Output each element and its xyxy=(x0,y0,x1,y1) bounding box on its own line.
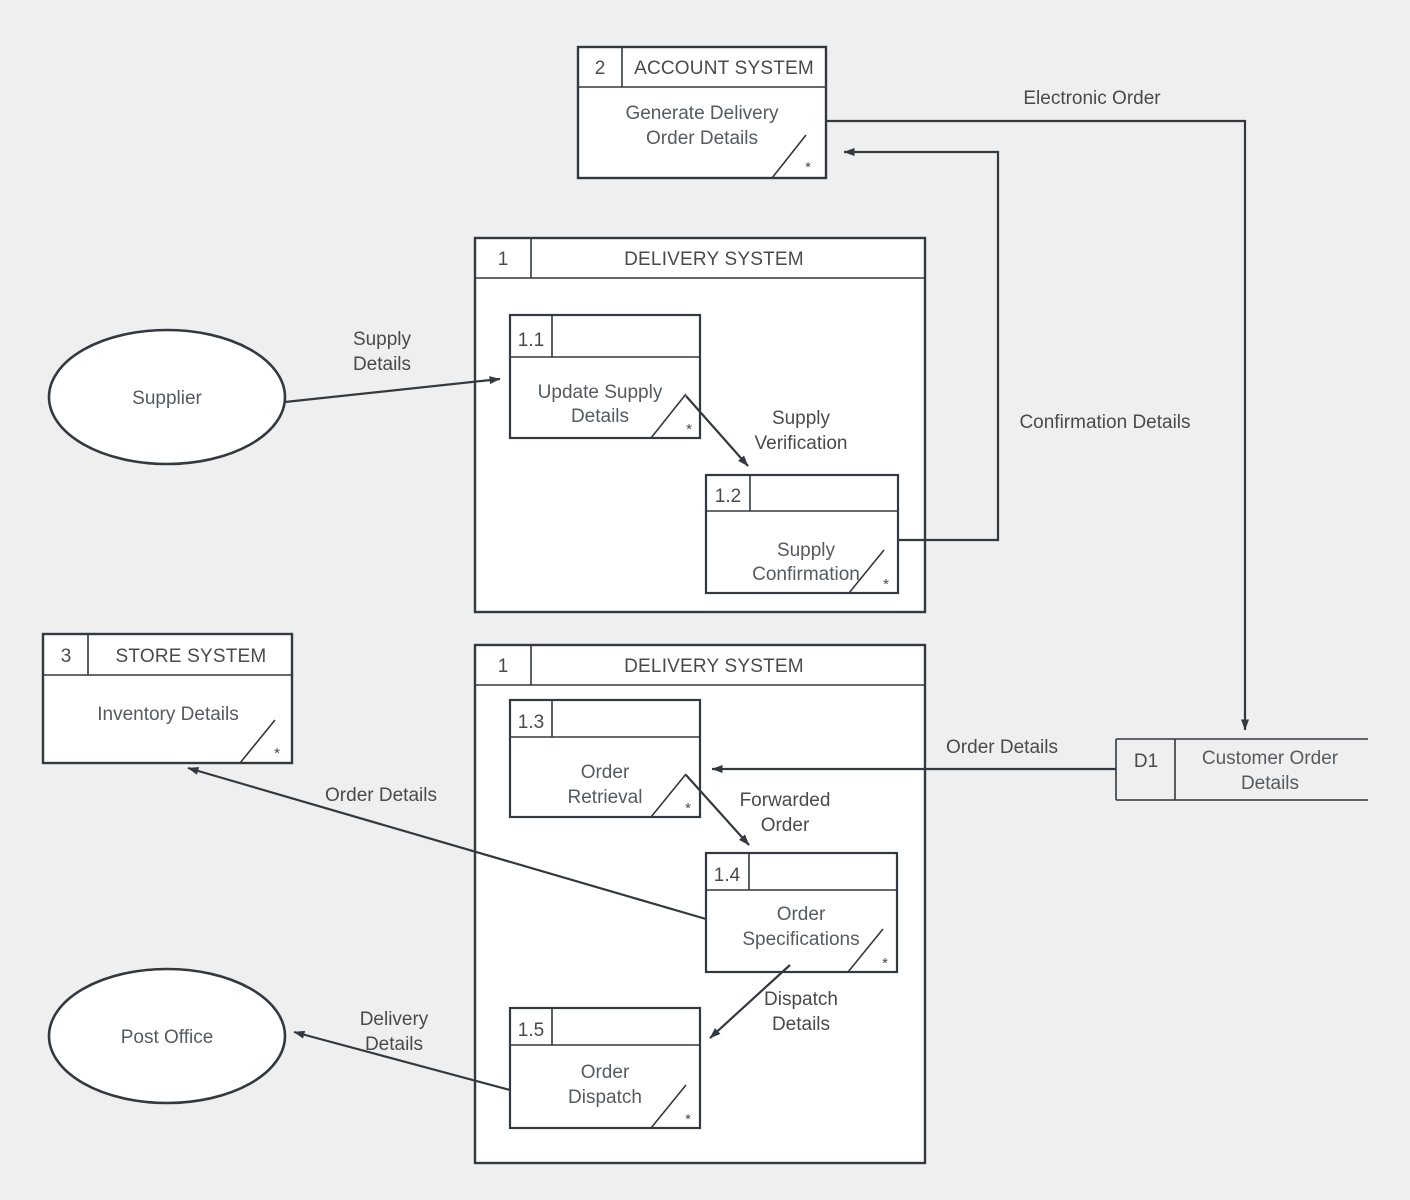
flow-order-details-d1-label: Order Details xyxy=(946,737,1058,758)
flow-confirmation-details: Confirmation Details xyxy=(843,148,1191,542)
supplier-label: Supplier xyxy=(132,388,202,409)
data-store-d1[interactable]: D1 Customer Order Details xyxy=(1115,738,1368,801)
flow-dispatch-details-label-line1: Dispatch xyxy=(764,989,838,1010)
process-1-2-name-line2: Confirmation xyxy=(752,564,860,585)
delivery-bottom-title: DELIVERY SYSTEM xyxy=(624,656,804,677)
flow-supply-verification: Supply Verification xyxy=(685,395,848,467)
flow-supply-verification-label-line1: Supply xyxy=(772,408,831,429)
process-1-4-marker: * xyxy=(882,955,888,972)
flow-supply-verification-label-line2: Verification xyxy=(755,433,848,454)
process-1-5-id: 1.5 xyxy=(518,1020,544,1041)
external-entity-supplier[interactable]: Supplier xyxy=(47,328,287,466)
data-store-d1-name-line2: Details xyxy=(1241,773,1299,794)
process-1-4-name-line2: Specifications xyxy=(742,929,859,950)
process-1-2-marker: * xyxy=(883,576,889,593)
flow-delivery-details-label-line2: Details xyxy=(365,1034,423,1055)
external-entity-post-office[interactable]: Post Office xyxy=(47,967,287,1105)
delivery-top-id: 1 xyxy=(498,249,509,270)
process-1-1-id: 1.1 xyxy=(518,330,544,351)
process-1-4-box[interactable]: 1.4 Order Specifications * xyxy=(704,851,899,974)
flow-delivery-details: Delivery Details xyxy=(293,1009,511,1092)
process-1-5-box[interactable]: 1.5 Order Dispatch * xyxy=(508,1006,702,1130)
flow-order-details-store: Order Details xyxy=(187,766,707,921)
data-store-d1-name-line1: Customer Order xyxy=(1202,748,1339,769)
delivery-top-title: DELIVERY SYSTEM xyxy=(624,249,804,270)
flow-delivery-details-label-line1: Delivery xyxy=(360,1009,429,1030)
process-1-3-box[interactable]: 1.3 Order Retrieval * xyxy=(508,698,702,819)
account-system-box[interactable]: 2 ACCOUNT SYSTEM Generate Delivery Order… xyxy=(576,45,828,180)
account-system-process-line2: Order Details xyxy=(646,128,758,149)
store-system-box[interactable]: 3 STORE SYSTEM Inventory Details * xyxy=(41,632,294,765)
flow-electronic-order: Electronic Order xyxy=(826,88,1249,731)
process-1-4-id: 1.4 xyxy=(714,865,741,886)
flow-forwarded-order-label-line1: Forwarded xyxy=(740,790,831,811)
process-1-1-name-line2: Details xyxy=(571,406,629,427)
flow-order-details-store-label: Order Details xyxy=(325,785,437,806)
store-system-title: STORE SYSTEM xyxy=(116,646,267,667)
data-store-d1-id: D1 xyxy=(1134,751,1158,772)
flow-supply-details: Supply Details xyxy=(284,329,501,404)
process-1-3-id: 1.3 xyxy=(518,712,544,733)
process-1-4-name-line1: Order xyxy=(777,904,826,925)
flow-electronic-order-label: Electronic Order xyxy=(1023,88,1161,109)
delivery-bottom-id: 1 xyxy=(498,656,509,677)
account-system-id: 2 xyxy=(595,58,606,79)
flow-supply-details-label-line2: Details xyxy=(353,354,411,375)
process-1-1-box[interactable]: 1.1 Update Supply Details * xyxy=(508,313,702,440)
process-1-3-marker: * xyxy=(685,800,691,817)
flow-forwarded-order: Forwarded Order xyxy=(685,774,831,846)
process-1-1-name-line1: Update Supply xyxy=(538,382,663,403)
process-1-5-name-line2: Dispatch xyxy=(568,1087,642,1108)
store-system-id: 3 xyxy=(61,646,72,667)
process-1-1-marker: * xyxy=(686,421,692,438)
process-1-5-name-line1: Order xyxy=(581,1062,630,1083)
store-system-process: Inventory Details xyxy=(97,704,239,725)
flow-dispatch-details-label-line2: Details xyxy=(772,1014,830,1035)
flow-forwarded-order-label-line2: Order xyxy=(761,815,810,836)
account-system-marker: * xyxy=(805,159,811,176)
account-system-process-line1: Generate Delivery xyxy=(625,103,779,124)
process-1-5-marker: * xyxy=(685,1111,691,1128)
flow-supply-details-label-line1: Supply xyxy=(353,329,412,350)
flow-dispatch-details: Dispatch Details xyxy=(709,964,838,1039)
flow-order-details-d1: Order Details xyxy=(711,737,1116,773)
process-1-2-name-line1: Supply xyxy=(777,540,836,561)
flow-confirmation-details-label: Confirmation Details xyxy=(1019,412,1190,433)
process-1-2-box[interactable]: 1.2 Supply Confirmation * xyxy=(704,473,900,595)
account-system-title: ACCOUNT SYSTEM xyxy=(634,58,814,79)
process-1-2-id: 1.2 xyxy=(715,486,741,507)
process-1-3-name-line1: Order xyxy=(581,762,630,783)
post-office-label: Post Office xyxy=(121,1027,214,1048)
process-1-3-name-line2: Retrieval xyxy=(568,787,643,808)
store-system-marker: * xyxy=(274,745,280,762)
